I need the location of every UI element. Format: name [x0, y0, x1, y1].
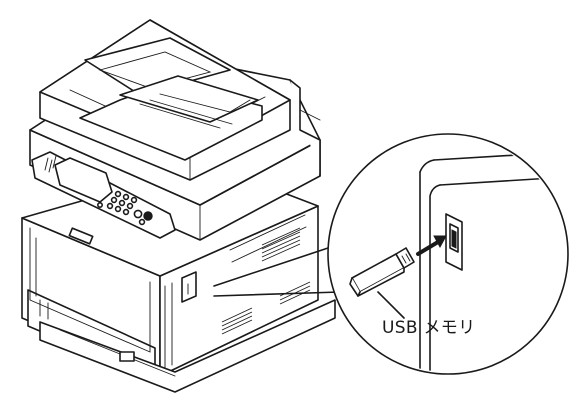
brand-logo-plate [68, 227, 94, 245]
multifunction-printer [21, 19, 353, 393]
tray-handle [119, 351, 135, 362]
scanner-rear [289, 79, 321, 177]
keypad-buttons [97, 190, 153, 226]
label-pointer-line [377, 291, 405, 319]
usb-port-closeup [445, 213, 463, 271]
feeder-cover [84, 37, 231, 96]
side-vents-upper [261, 227, 301, 262]
usb-stick-connector [395, 247, 415, 269]
operator-panel [31, 151, 176, 239]
leader-line-bottom [213, 291, 341, 297]
usb-memory-stick [349, 247, 415, 297]
lcd-screen [54, 157, 113, 203]
usb-memory-label: USB メモリ [382, 318, 476, 338]
insert-arrow [416, 235, 447, 256]
zoom-callout [327, 133, 569, 375]
